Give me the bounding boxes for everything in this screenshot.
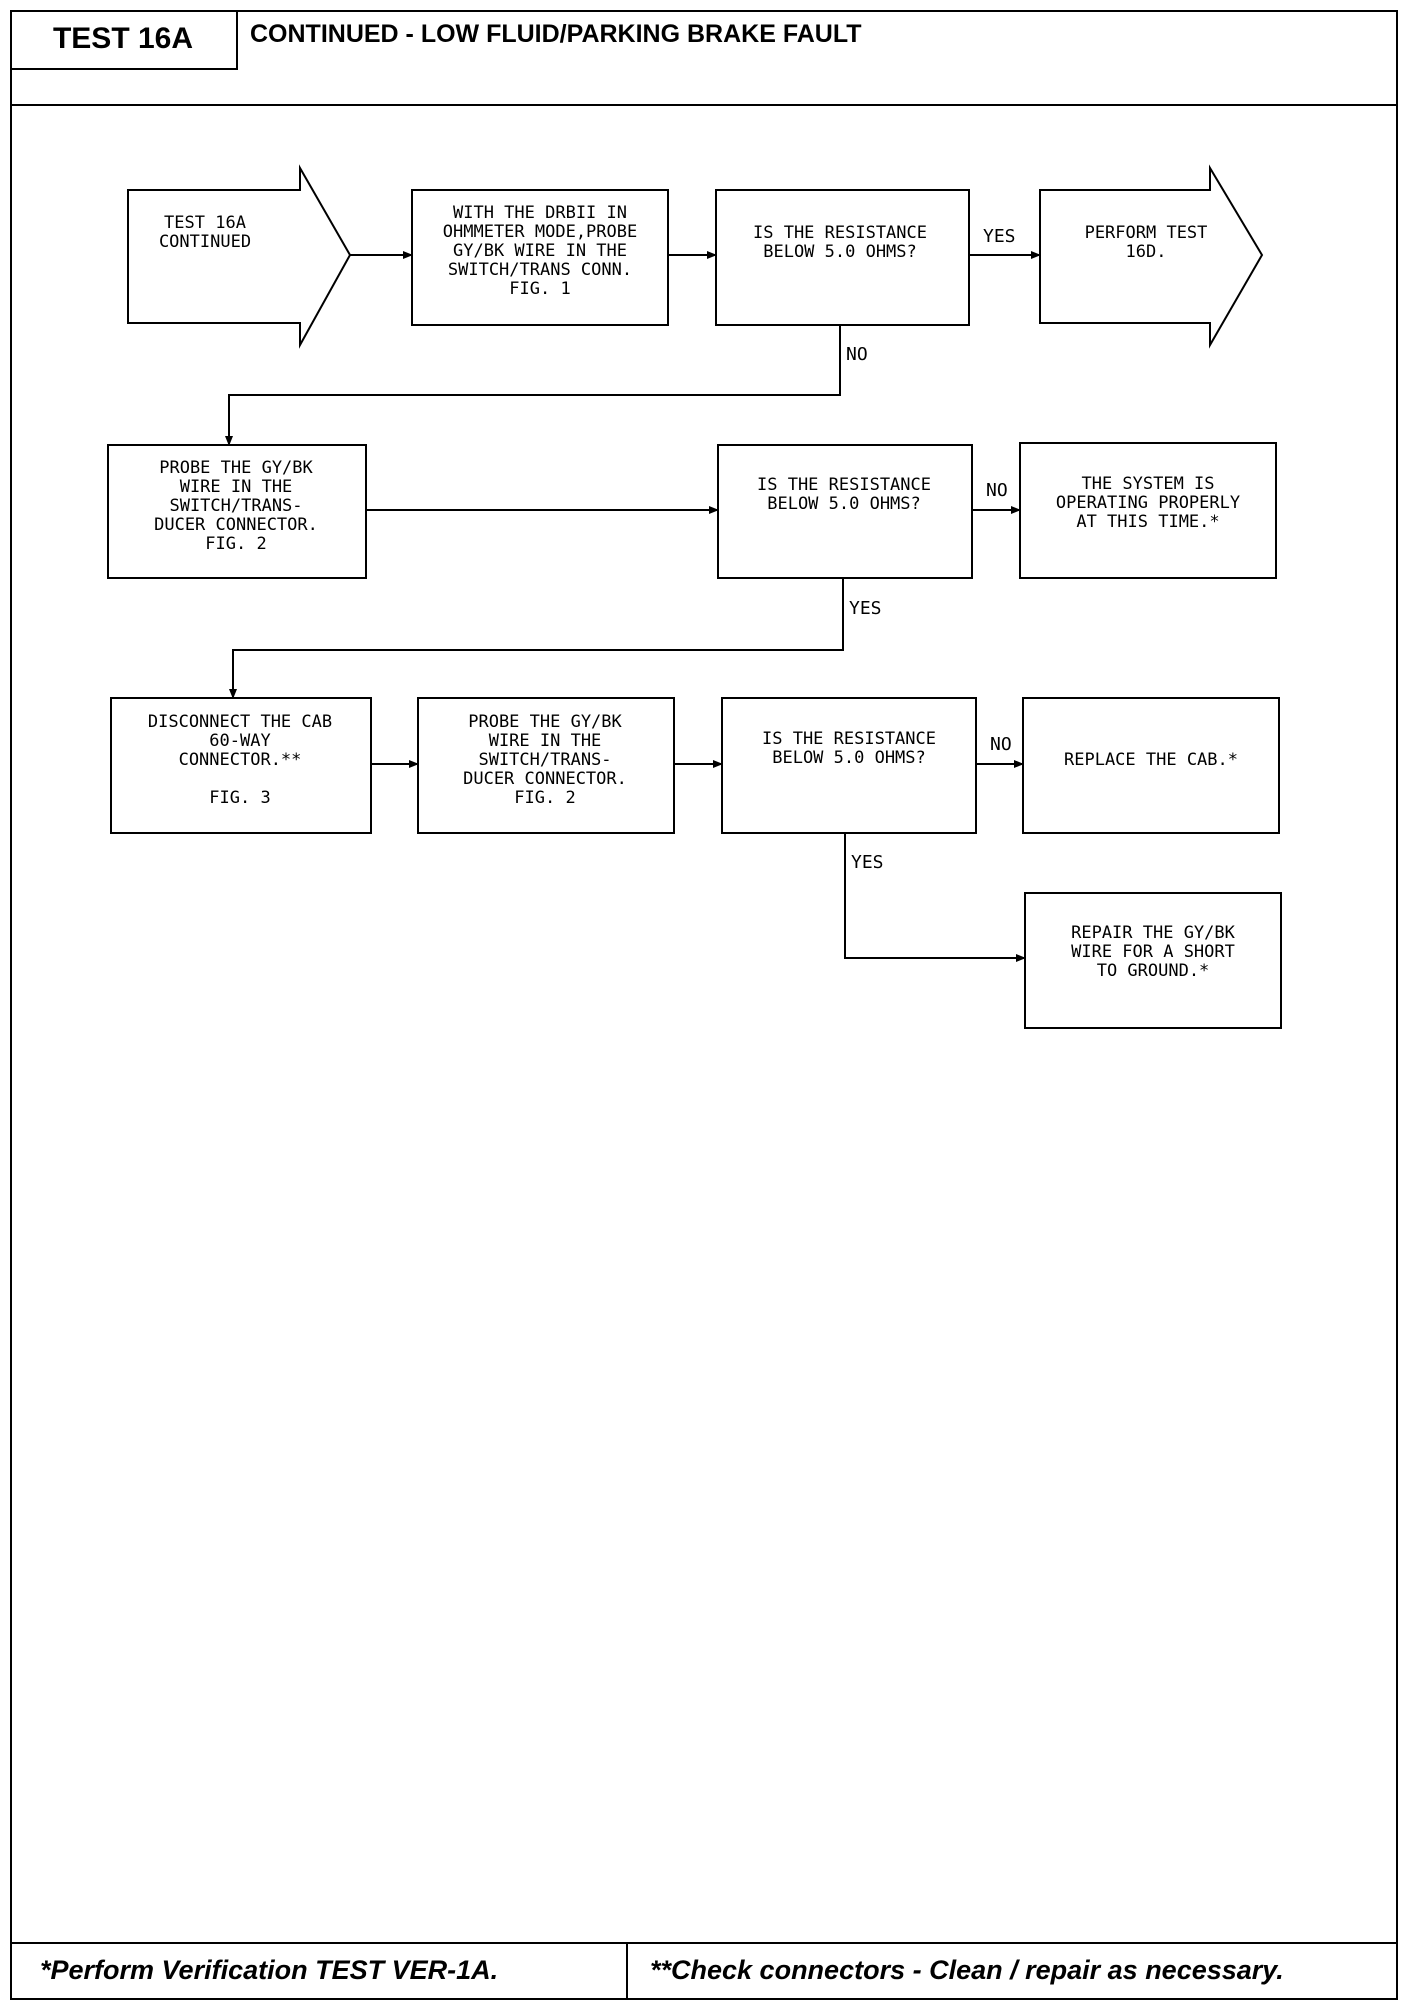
test-id: TEST 16A (52, 22, 194, 55)
node-text-line: DUCER CONNECTOR. (154, 515, 318, 535)
node-text-line: WIRE IN THE (180, 477, 293, 497)
label-q3-no: NO (990, 734, 1012, 755)
node-text-line: DISCONNECT THE CAB (148, 712, 332, 732)
start-arrow-shape (127, 164, 352, 349)
footer-note-connectors: **Check connectors - Clean / repair as n… (650, 1955, 1284, 1985)
node-text-line: WIRE IN THE (489, 731, 602, 751)
node-text-line: SWITCH/TRANS CONN. (448, 260, 632, 280)
page-title: CONTINUED - LOW FLUID/PARKING BRAKE FAUL… (250, 20, 862, 48)
node-text-line: REPAIR THE GY/BK (1071, 923, 1236, 943)
node-text-line: IS THE RESISTANCE (753, 223, 927, 243)
edge-q1-no (225, 325, 841, 446)
footer-divider (10, 1942, 1398, 1944)
node-text-line: FIG. 3 (209, 788, 270, 808)
node-text-line: GY/BK WIRE IN THE (453, 241, 627, 261)
node-text-line: 60-WAY (209, 731, 270, 751)
node-text-line: 16D. (1126, 242, 1167, 262)
edge-q2-yes (229, 578, 844, 699)
node-text-line: CONNECTOR.** (179, 750, 302, 770)
node-text-line: BELOW 5.0 OHMS? (767, 494, 921, 514)
node-text-line: WITH THE DRBII IN (453, 203, 627, 223)
node-text-line: TO GROUND.* (1097, 961, 1210, 981)
node-text-line: CONTINUED (159, 232, 251, 252)
label-q2-no: NO (986, 480, 1008, 501)
node-text-line: AT THIS TIME.* (1076, 512, 1219, 532)
label-q3-yes: YES (851, 852, 884, 873)
node-text-line: IS THE RESISTANCE (762, 729, 936, 749)
node-text-line: TEST 16A (164, 213, 246, 233)
header-divider (10, 104, 1398, 106)
node-text-line: OPERATING PROPERLY (1056, 493, 1240, 513)
perform16d-arrow-shape (1039, 164, 1264, 349)
node-text-line: FIG. 2 (514, 788, 575, 808)
node-text-line: BELOW 5.0 OHMS? (763, 242, 917, 262)
node-text-line: BELOW 5.0 OHMS? (772, 748, 926, 768)
node-text-line: OHMMETER MODE,PROBE (443, 222, 637, 242)
page-frame (10, 10, 1398, 2000)
test-id-box: TEST 16A (10, 10, 238, 70)
node-text-line: PROBE THE GY/BK (468, 712, 622, 732)
step3-box (110, 697, 372, 834)
node-text-line: PERFORM TEST (1085, 223, 1208, 243)
node-text-line: WIRE FOR A SHORT (1071, 942, 1235, 962)
node-text-line: REPLACE THE CAB.* (1064, 750, 1238, 770)
node-text-line: SWITCH/TRANS- (478, 750, 611, 770)
label-q1-no: NO (846, 344, 868, 365)
node-text-line: THE SYSTEM IS (1081, 474, 1214, 494)
node-text-line: PROBE THE GY/BK (159, 458, 313, 478)
node-text-line: FIG. 2 (205, 534, 266, 554)
node-text-line: FIG. 1 (509, 279, 570, 299)
label-q1-yes: YES (983, 226, 1016, 247)
edge-q3-yes (844, 833, 1026, 962)
node-text-line: IS THE RESISTANCE (757, 475, 931, 495)
step2-box (107, 444, 367, 579)
node-text-line: DUCER CONNECTOR. (463, 769, 627, 789)
replace-text: REPLACE THE CAB.* (1064, 750, 1238, 770)
node-text-line: SWITCH/TRANS- (169, 496, 302, 516)
footer-separator (626, 1943, 628, 2000)
label-q2-yes: YES (849, 598, 882, 619)
footer-note-verification: *Perform Verification TEST VER-1A. (40, 1955, 499, 1985)
